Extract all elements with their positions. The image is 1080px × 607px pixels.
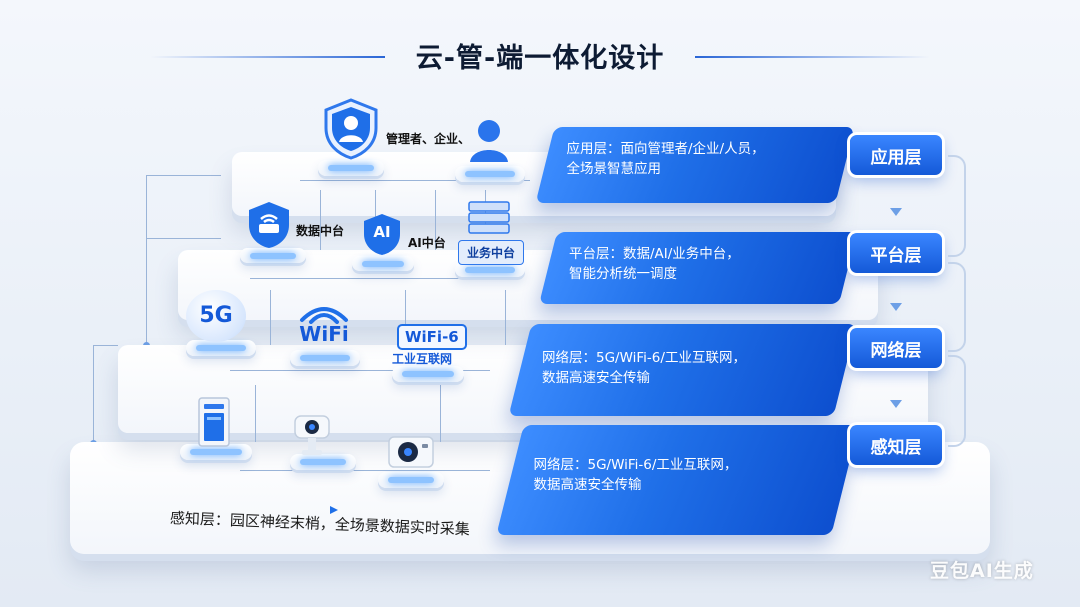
server-stack-icon [465,200,513,236]
connector-line [405,290,406,345]
connector-line [440,385,441,442]
connector-line [93,345,118,346]
connector-line [146,238,221,239]
badge-platform-layer[interactable]: 平台层 [850,233,942,273]
sensing-layer-panel: 网络层：5G/WiFi-6/工业互联网， 数据高速安全传输 [496,425,859,535]
sensing-panel-line1: 网络层：5G/WiFi-6/工业互联网， [533,457,738,473]
connector-line [320,190,321,250]
platform-panel-line2: 智能分析统一调度 [568,266,677,282]
connector-line [270,290,271,345]
connector-line [250,278,520,279]
wifi6-icon: WiFi-6 [397,324,467,350]
pedestal [378,472,444,488]
pedestal [290,350,360,366]
camera-icon [292,412,332,458]
5g-icon: 5G [186,290,246,342]
platform-layer-panel: 平台层：数据/AI/业务中台， 智能分析统一调度 [539,232,857,304]
pointer-arrow-icon [330,506,338,514]
pedestal [392,366,464,382]
pedestal [240,248,306,263]
5g-icon-text: 5G [199,303,233,328]
platform-panel-line1: 平台层：数据/AI/业务中台， [568,246,740,262]
router-shield-icon [246,200,292,250]
connector-line [240,470,490,471]
wifi-icon: WiFi [294,298,354,348]
connector-line [146,175,147,345]
application-layer-panel: 应用层：面向管理者/企业/人员， 全场景智慧应用 [535,127,855,203]
connector-line [230,370,490,371]
layer-bracket [948,355,966,447]
network-panel-line2: 数据高速安全传输 [541,370,650,386]
ai-platform-label: AI中台 [408,236,446,250]
network-layer-panel: 网络层：5G/WiFi-6/工业互联网， 数据高速安全传输 [508,324,857,416]
down-arrow-icon [890,208,902,216]
person-icon [468,118,510,164]
sensing-panel-line2: 数据高速安全传输 [533,477,642,493]
pedestal [180,444,252,460]
layer-bracket [948,262,966,352]
wifi-icon-text: WiFi [299,322,349,346]
server-tower-icon [196,396,232,448]
badge-network-layer[interactable]: 网络层 [850,328,942,368]
business-platform-label: 业务中台 [458,240,525,265]
pedestal [186,340,256,356]
down-arrow-icon [890,303,902,311]
badge-sensing-layer[interactable]: 感知层 [850,425,942,465]
badge-application-layer[interactable]: 应用层 [850,135,942,175]
security-camera-icon [386,434,436,474]
title-line-left [150,56,385,58]
data-platform-label: 数据中台 [296,224,345,238]
layer-bracket [948,155,966,257]
application-panel-line2: 全场景智慧应用 [566,161,661,177]
network-panel-line1: 网络层：5G/WiFi-6/工业互联网， [541,350,746,366]
application-icon-label: 管理者、企业、 [386,132,471,146]
connector-line [255,385,256,442]
pedestal [290,454,356,470]
title-line-right [695,56,930,58]
pedestal [352,256,414,271]
page-title: 云-管-端一体化设计 [415,43,665,74]
connector-line [146,175,221,176]
application-panel-line1: 应用层：面向管理者/企业/人员， [566,141,765,157]
down-arrow-icon [890,400,902,408]
watermark: 豆包AI生成 [930,560,1034,582]
pedestal [318,160,384,176]
connector-line [435,190,436,250]
connector-line [505,290,506,345]
ai-icon-text: AI [373,223,391,241]
shield-user-icon [322,98,380,160]
ai-shield-icon: AI [362,212,402,256]
connector-line [93,345,94,445]
pedestal [455,262,525,277]
connector-line [300,180,530,181]
pedestal [455,166,525,182]
industrial-internet-label: 工业互联网 [392,352,453,366]
